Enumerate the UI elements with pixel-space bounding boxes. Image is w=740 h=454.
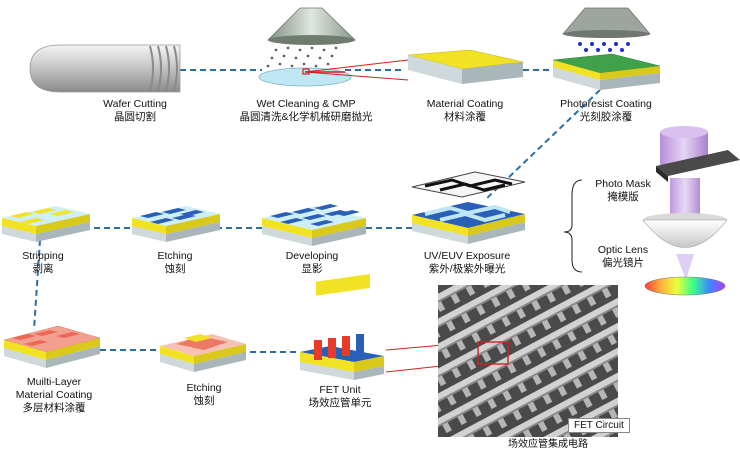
label-etching-2: Etching 蚀刻 xyxy=(160,382,248,408)
sem-highlight-box xyxy=(477,341,509,365)
label-cn: 光刻胶涂覆 xyxy=(579,111,633,123)
label-photo-mask: Photo Mask 掩模版 xyxy=(584,178,662,204)
label-en: Photoresist Coating xyxy=(560,98,652,110)
fet-unit-icon xyxy=(300,273,384,380)
label-multi-layer: Muilti-Layer Material Coating 多层材料涂覆 xyxy=(4,376,104,415)
material-coating-block xyxy=(407,49,524,84)
label-en: UV/EUV Exposure xyxy=(423,250,511,262)
label-photoresist-coating: Photoresist Coating 光刻胶涂覆 xyxy=(552,98,660,124)
label-en: Etching xyxy=(186,382,222,394)
label-wet-cleaning: Wet Cleaning & CMP 晶圆清洗&化学机械研磨抛光 xyxy=(226,98,386,124)
sem-image xyxy=(438,285,618,437)
label-cn: 晶圆切割 xyxy=(114,111,156,123)
sem-tag: FET Circuit xyxy=(568,418,630,433)
spray-drops xyxy=(266,46,338,68)
label-cn: 紫外/极紫外曝光 xyxy=(428,263,506,275)
label-en: Material Coating xyxy=(426,98,504,110)
spray-nozzle-icon xyxy=(267,7,356,45)
exposure-mask xyxy=(411,171,526,198)
sem-caption: 场效应管集成电路 xyxy=(508,439,588,450)
label-cn: 显影 xyxy=(301,263,323,275)
label-en: FET Unit xyxy=(319,384,361,396)
label-optic-lens: Optic Lens 偏光镜片 xyxy=(584,244,662,270)
label-en: Wet Cleaning & CMP xyxy=(256,98,356,110)
connector-8 xyxy=(33,239,41,331)
label-stripping: Stripping 剥离 xyxy=(0,250,88,276)
label-cn: 掩模版 xyxy=(607,191,639,203)
label-en-2: Material Coating xyxy=(15,389,93,401)
label-en: Optic Lens xyxy=(597,244,649,256)
label-uv-exposure: UV/EUV Exposure 紫外/极紫外曝光 xyxy=(405,250,529,276)
optics-column xyxy=(642,126,740,296)
developing-block xyxy=(262,204,366,246)
label-en: Stripping xyxy=(22,250,64,262)
label-wafer-cutting: Wafer Cutting 晶圆切割 xyxy=(90,98,180,124)
label-en: Muilti-Layer xyxy=(26,376,82,388)
etching-block-2 xyxy=(160,334,246,372)
label-cn: 多层材料涂覆 xyxy=(22,402,86,414)
label-developing: Developing 显影 xyxy=(262,250,362,276)
label-cn: 蚀刻 xyxy=(193,395,215,407)
wafer-ingot-icon xyxy=(29,44,181,93)
optics-bracket xyxy=(563,179,583,273)
multilayer-block xyxy=(3,325,101,368)
label-cn: 材料涂覆 xyxy=(444,111,486,123)
label-etching-1: Etching 蚀刻 xyxy=(130,250,220,276)
wafer-disk-icon xyxy=(258,59,409,87)
etching-block-1 xyxy=(132,206,220,242)
label-en: Etching xyxy=(157,250,193,262)
label-material-coating: Material Coating 材料涂覆 xyxy=(410,98,520,124)
label-cn: 晶圆清洗&化学机械研磨抛光 xyxy=(239,111,373,123)
label-cn: 偏光镜片 xyxy=(602,257,644,269)
stripping-block xyxy=(2,206,90,242)
label-cn: 场效应管单元 xyxy=(308,397,372,409)
label-en: Wafer Cutting xyxy=(103,98,167,110)
exposure-block xyxy=(412,202,525,244)
label-fet-unit: FET Unit 场效应管单元 xyxy=(292,384,388,410)
label-en: Developing xyxy=(285,250,339,262)
label-en: Photo Mask xyxy=(595,178,651,190)
label-cn: 剥离 xyxy=(32,263,54,275)
label-cn: 蚀刻 xyxy=(164,263,186,275)
photoresist-block xyxy=(552,7,661,90)
